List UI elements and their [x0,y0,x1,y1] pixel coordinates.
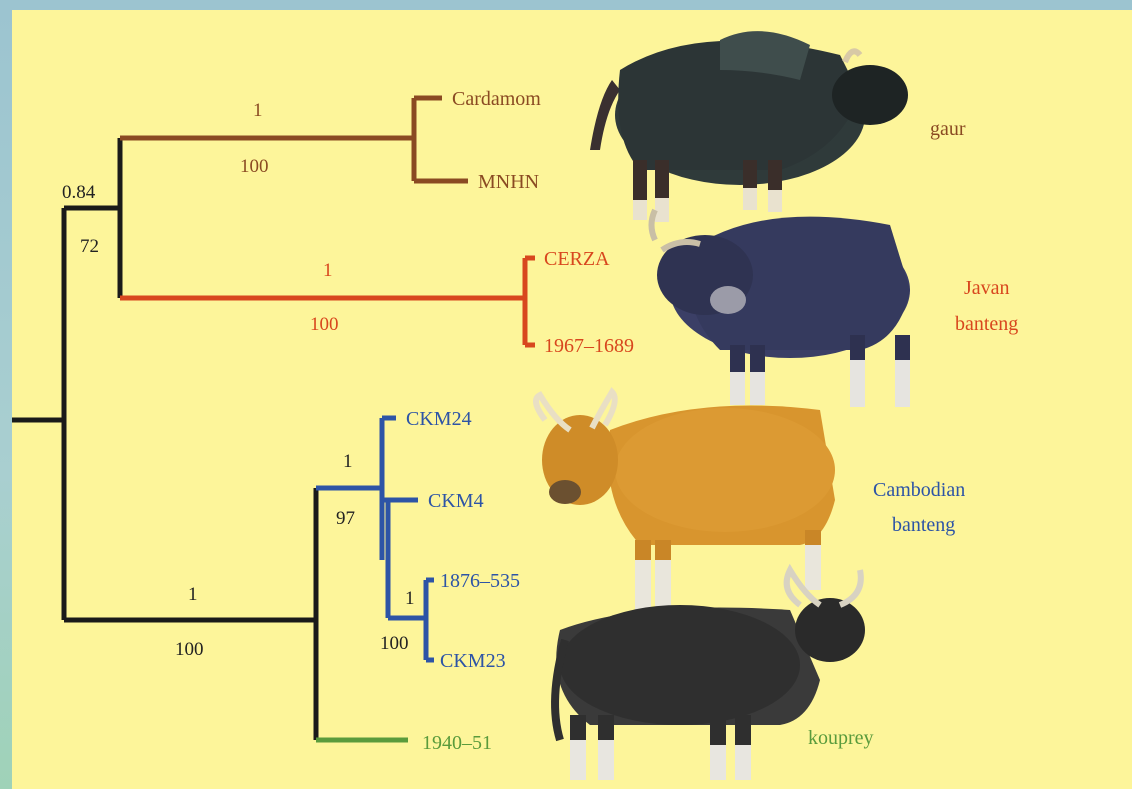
species-kouprey: kouprey [808,727,874,749]
species-javan-line2: banteng [955,313,1018,335]
root-bootstrap: 72 [80,236,99,257]
tip-ckm24: CKM24 [406,408,472,430]
ckm-inner-posterior: 1 [405,588,415,609]
tip-mnhn: MNHN [478,171,539,193]
tip-ckm23: CKM23 [440,650,506,672]
javan-banteng-illustration [652,210,911,407]
tip-cerza: CERZA [544,248,610,270]
javan-bootstrap: 100 [310,314,339,335]
javan-posterior: 1 [323,260,333,281]
gaur-posterior: 1 [253,100,263,121]
tip-ckm4: CKM4 [428,490,484,512]
lower-bootstrap: 100 [175,639,204,660]
cambodian-branches [316,418,434,660]
species-cambodian-line2: banteng [892,514,955,536]
cambodian-posterior: 1 [343,451,353,472]
gaur-branches [120,98,468,181]
species-cambodian-line1: Cambodian [873,479,965,501]
species-javan-line1: Javan [964,277,1010,299]
tip-cardamom: Cardamom [452,88,541,110]
cambodian-bootstrap: 97 [336,508,355,529]
gaur-illustration [590,31,908,222]
lower-posterior: 1 [188,584,198,605]
species-gaur: gaur [930,118,966,140]
ckm-inner-bootstrap: 100 [380,633,409,654]
tip-1876-535: 1876–535 [440,570,520,592]
backbone-branches [12,138,316,740]
root-posterior: 0.84 [62,182,96,203]
tip-kouprey-sample: 1940–51 [422,732,492,754]
gaur-bootstrap: 100 [240,156,269,177]
tip-javan-sample: 1967–1689 [544,335,634,357]
